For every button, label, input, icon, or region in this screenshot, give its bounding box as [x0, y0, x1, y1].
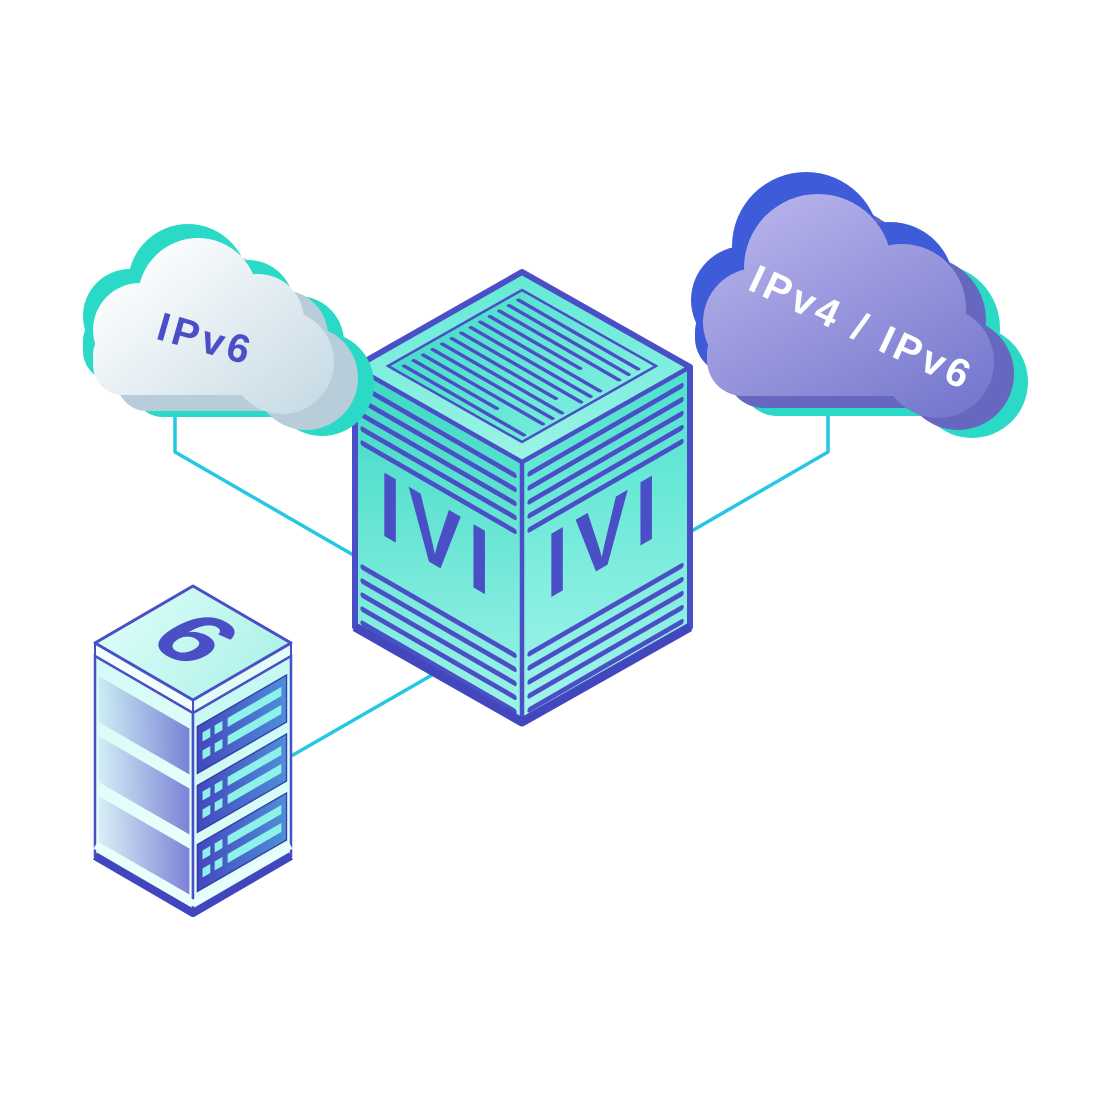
connection-line-ipv4-ipv6-cloud [688, 396, 830, 534]
box-top-stripes [401, 298, 641, 437]
connection-line-server [291, 673, 434, 757]
server-drawers [196, 673, 288, 893]
ipv6-cloud: IPv6 [83, 224, 374, 436]
server-top-face [93, 584, 293, 702]
server-drawer [196, 791, 288, 893]
ipv6-server: 6 [92, 584, 294, 917]
box-edge [353, 365, 524, 464]
server-base-highlight [93, 843, 293, 907]
connection-line-ipv6-cloud [173, 398, 357, 558]
server-left-bands [98, 676, 190, 895]
server-base-band [92, 852, 294, 917]
ipv4-ipv6-cloud: IPv4 / IPv6 [691, 172, 1028, 438]
cloud-body [703, 194, 994, 418]
server-drawer [196, 673, 288, 775]
box-base-band [352, 623, 693, 727]
box-edge [520, 365, 692, 464]
ivi-translator-box: IVI IVI [352, 269, 693, 727]
cloud-body [93, 238, 334, 414]
server-drawer [196, 732, 288, 834]
